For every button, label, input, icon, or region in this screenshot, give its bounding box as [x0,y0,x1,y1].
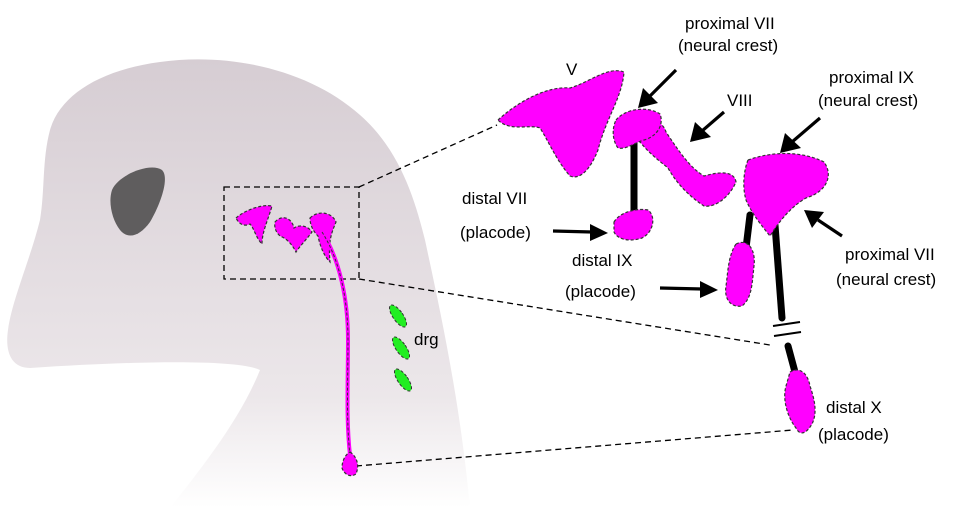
arrow-distal-ix [659,281,718,298]
nerve-ix-left [742,211,754,252]
ganglion-proximal-vii-top [612,108,662,149]
label-proximal-ix-1: proximal IX [829,68,914,87]
ganglion-viii [629,120,737,207]
drg-label: drg [414,330,439,349]
label-distal-vii-2: (placode) [460,223,531,242]
ganglion-distal-ix [725,241,755,307]
drg-group [388,304,413,392]
nerve-x [771,221,786,322]
label-proximal-vii-top-2: (neural crest) [678,36,778,55]
distal-x-small [341,451,359,477]
zoom-line-top [358,124,498,188]
vagus-nerve-outline [321,231,351,456]
ganglion-v [497,70,625,178]
label-v: V [566,60,578,79]
label-distal-x-2: (placode) [818,425,889,444]
ganglion-proximal-ix [743,152,829,238]
label-distal-vii-1: distal VII [462,189,527,208]
ganglion-distal-vii [613,208,654,241]
label-distal-ix-2: (placode) [565,282,636,301]
break-mark-1 [772,321,801,327]
inset-box [223,186,360,280]
label-distal-ix-1: distal IX [572,251,632,270]
eye-shape [110,167,165,236]
zoom-line-distal-x [355,429,794,467]
label-distal-x-1: distal X [826,398,882,417]
arrow-proximal-vii-right [804,210,843,238]
label-proximal-vii-right-1: proximal VII [845,245,935,264]
label-proximal-vii-right-2: (neural crest) [836,270,936,289]
nerve-x-lower [784,342,799,376]
arrow-proximal-vii-top [638,68,678,108]
inset-ganglia [235,205,337,264]
arrow-viii [690,110,726,142]
arrow-distal-vii [552,224,608,241]
arrow-proximal-ix [780,116,822,153]
ganglion-distal-x [784,369,816,434]
break-mark-2 [773,331,802,337]
embryo-head-silhouette [7,59,470,509]
label-proximal-vii-top-1: proximal VII [685,14,775,33]
label-proximal-ix-2: (neural crest) [818,91,918,110]
label-viii: VIII [727,91,753,110]
